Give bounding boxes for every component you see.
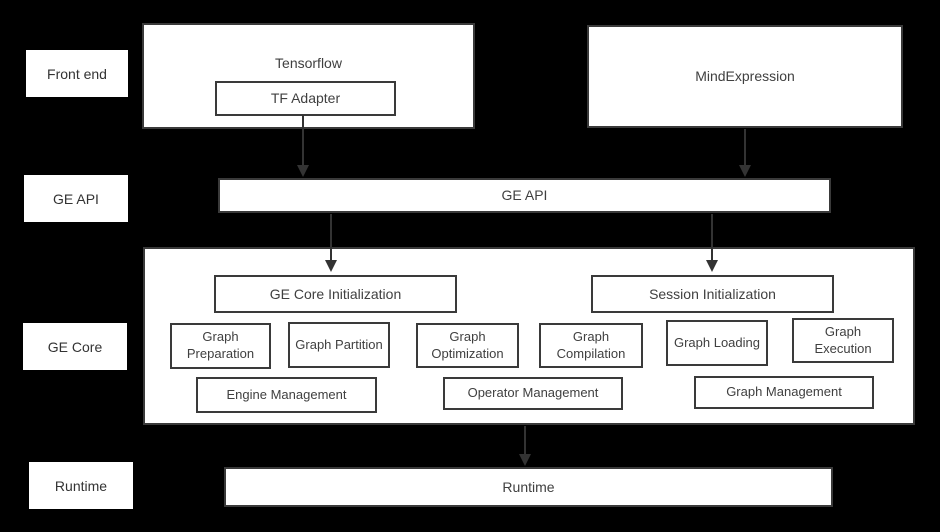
arrow-tf-adapter-to-ge-api — [297, 115, 309, 177]
row-label-front-end: Front end — [26, 50, 128, 97]
graph-optimization-box: Graph Optimization — [416, 323, 519, 368]
mindexpression-box: MindExpression — [587, 25, 903, 128]
row-label-ge-api: GE API — [24, 175, 128, 222]
tf-adapter-box: TF Adapter — [215, 81, 396, 116]
arrow-ge-api-to-session-initialization — [706, 214, 718, 272]
tensorflow-box: Tensorflow TF Adapter — [142, 23, 475, 129]
ge-api-bar: GE API — [218, 178, 831, 213]
operator-management-box: Operator Management — [443, 377, 623, 410]
graph-preparation-box: Graph Preparation — [170, 323, 271, 369]
graph-execution-box: Graph Execution — [792, 318, 894, 363]
session-initialization-box: Session Initialization — [591, 275, 834, 313]
runtime-bar: Runtime — [224, 467, 833, 507]
graph-management-box: Graph Management — [694, 376, 874, 409]
row-label-runtime: Runtime — [29, 462, 133, 509]
graph-loading-box: Graph Loading — [666, 320, 768, 366]
graph-compilation-box: Graph Compilation — [539, 323, 643, 368]
arrow-mindexpression-to-ge-api — [739, 129, 751, 177]
graph-partition-box: Graph Partition — [288, 322, 390, 368]
arrow-ge-core-to-runtime — [519, 426, 531, 466]
ge-core-initialization-box: GE Core Initialization — [214, 275, 457, 313]
tensorflow-label: Tensorflow — [275, 55, 342, 71]
arrow-ge-api-to-ge-core-initialization — [325, 214, 337, 272]
ge-core-container: GE Core Initialization Session Initializ… — [143, 247, 915, 425]
engine-management-box: Engine Management — [196, 377, 377, 413]
row-label-ge-core: GE Core — [23, 323, 127, 370]
